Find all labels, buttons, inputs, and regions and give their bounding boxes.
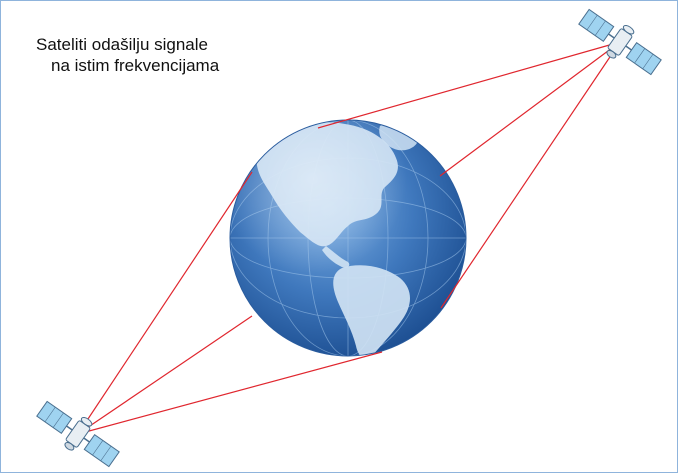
- caption-line-2: na istim frekvencijama: [51, 56, 220, 75]
- signal-line-top-right-lower: [440, 41, 621, 309]
- earth-globe-icon: [229, 119, 467, 357]
- signal-line-bottom-middle: [77, 315, 253, 435]
- signal-lines: [77, 41, 621, 435]
- signal-line-top-right-upper: [439, 41, 621, 177]
- caption-line-1: Sateliti odašilju signale: [36, 35, 208, 54]
- diagram-caption: Sateliti odašilju signale na istim frekv…: [36, 34, 296, 76]
- signal-line-top-left: [317, 41, 621, 129]
- satellite-icon: [36, 400, 120, 468]
- signal-line-bottom-lower: [77, 351, 383, 435]
- satellite-icon: [578, 8, 662, 76]
- signal-line-bottom-upper: [77, 171, 253, 435]
